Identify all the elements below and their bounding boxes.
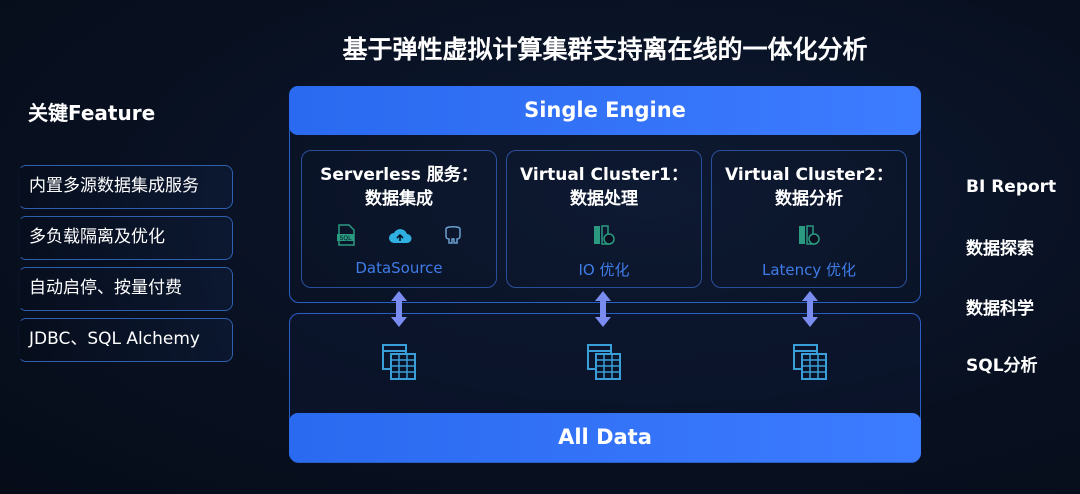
- server-icon: [594, 225, 615, 245]
- card-title: Serverless 服务：: [320, 165, 478, 185]
- feature-item: 自动启停、按量付费: [18, 267, 233, 311]
- feature-item: 多负载隔离及优化: [18, 216, 233, 260]
- single-engine-bar: Single Engine: [289, 86, 921, 135]
- cloud-upload-icon: [389, 229, 412, 243]
- use-case: BI Report: [966, 177, 1057, 197]
- postgresql-icon: [445, 226, 461, 244]
- table-icon: [587, 344, 621, 380]
- bidirectional-arrow-icon: [595, 291, 611, 327]
- use-case: 数据探索: [966, 239, 1034, 259]
- card-cluster1: Virtual Cluster1： 数据处理 IO 优化: [506, 150, 702, 288]
- card-cluster2: Virtual Cluster2： 数据分析 Latency 优化: [711, 150, 907, 288]
- features-heading: 关键Feature: [28, 101, 156, 125]
- use-case: 数据科学: [966, 299, 1034, 319]
- card-title: Virtual Cluster1：: [520, 165, 688, 185]
- card-subtitle: 数据分析: [775, 189, 843, 209]
- card-title: Virtual Cluster2：: [725, 165, 893, 185]
- card-serverless: Serverless 服务： 数据集成 SQL DataSource: [301, 150, 497, 288]
- bidirectional-arrow-icon: [802, 291, 818, 327]
- page-title: 基于弹性虚拟计算集群支持离在线的一体化分析: [342, 35, 868, 64]
- use-case: SQL分析: [966, 356, 1038, 376]
- all-data-bar: All Data: [289, 413, 921, 462]
- feature-item: JDBC、SQL Alchemy: [18, 318, 233, 362]
- card-subtitle: 数据处理: [570, 189, 638, 209]
- table-icon: [793, 344, 827, 380]
- bidirectional-arrow-icon: [391, 291, 407, 327]
- card-footer: DataSource: [355, 259, 443, 277]
- table-icon: [382, 344, 416, 380]
- feature-item: 内置多源数据集成服务: [18, 165, 233, 209]
- card-footer: Latency 优化: [761, 261, 857, 279]
- server-icon: [799, 225, 820, 245]
- sql-file-icon: SQL: [337, 224, 355, 246]
- svg-text:SQL: SQL: [340, 235, 353, 242]
- card-footer: IO 优化: [578, 261, 630, 279]
- card-subtitle: 数据集成: [365, 189, 433, 209]
